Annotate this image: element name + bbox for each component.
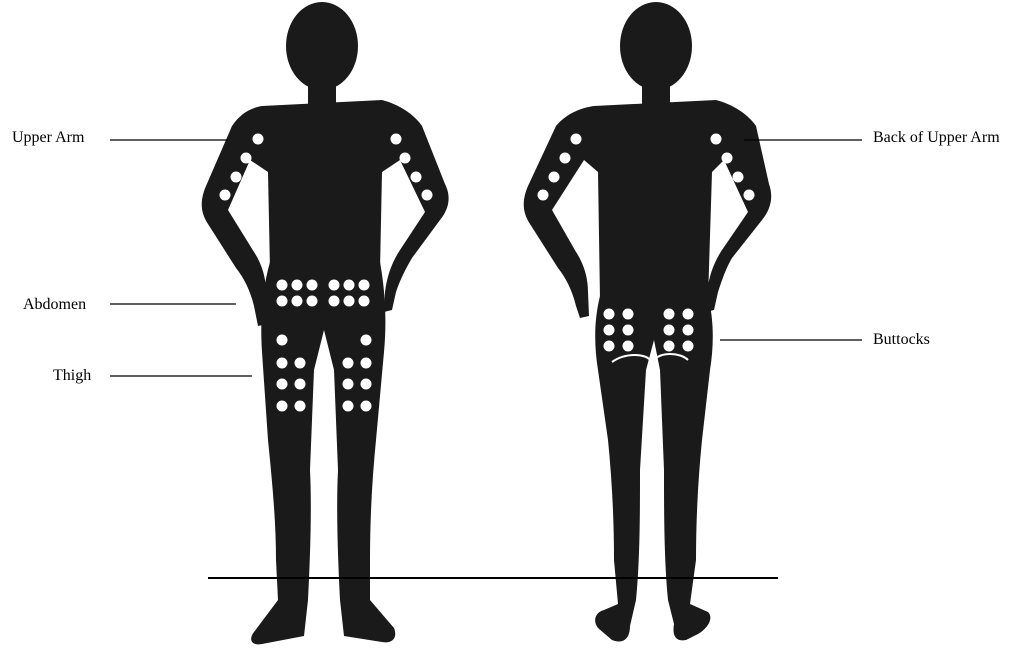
site-dot — [343, 379, 354, 390]
site-dot — [295, 401, 306, 412]
site-dot — [359, 280, 370, 291]
site-dot — [722, 153, 733, 164]
site-dot — [411, 172, 422, 183]
site-dot — [329, 296, 340, 307]
front-head — [286, 2, 358, 90]
site-dot — [744, 190, 755, 201]
site-dot — [277, 358, 288, 369]
site-dot — [683, 325, 694, 336]
site-dot — [664, 341, 675, 352]
site-dot — [560, 153, 571, 164]
site-dot — [664, 309, 675, 320]
site-dot — [277, 296, 288, 307]
site-dot — [343, 401, 354, 412]
front-figure — [202, 2, 449, 644]
back-torso — [524, 100, 771, 318]
site-dot — [683, 341, 694, 352]
label-thigh: Thigh — [53, 368, 91, 384]
site-dot — [400, 153, 411, 164]
site-dot — [241, 153, 252, 164]
site-dot — [344, 280, 355, 291]
site-dot — [683, 309, 694, 320]
site-dot — [344, 296, 355, 307]
site-dot — [623, 341, 634, 352]
site-dot — [295, 379, 306, 390]
site-dot — [361, 401, 372, 412]
site-dot — [664, 325, 675, 336]
site-dot — [307, 280, 318, 291]
site-dot — [277, 335, 288, 346]
back-figure — [524, 2, 771, 641]
site-dot — [277, 379, 288, 390]
site-dot — [277, 401, 288, 412]
site-dot — [604, 341, 615, 352]
label-abdomen: Abdomen — [23, 297, 86, 313]
site-dot — [277, 280, 288, 291]
site-dot — [361, 358, 372, 369]
front-legs — [251, 262, 395, 644]
site-dot — [604, 309, 615, 320]
site-dot — [295, 358, 306, 369]
label-back-of-upper-arm: Back of Upper Arm — [873, 130, 1000, 146]
site-dot — [329, 280, 340, 291]
site-dot — [307, 296, 318, 307]
site-dot — [220, 190, 231, 201]
site-dot — [623, 309, 634, 320]
back-head — [620, 2, 692, 90]
site-dot — [538, 190, 549, 201]
site-dot — [292, 280, 303, 291]
site-dot — [359, 296, 370, 307]
site-dot — [422, 190, 433, 201]
site-dot — [253, 134, 264, 145]
site-dot — [391, 134, 402, 145]
site-dot — [343, 358, 354, 369]
site-dot — [623, 325, 634, 336]
site-dot — [361, 335, 372, 346]
site-dot — [711, 134, 722, 145]
site-dot — [292, 296, 303, 307]
label-upper-arm: Upper Arm — [12, 130, 84, 146]
site-dot — [733, 172, 744, 183]
site-dot — [361, 379, 372, 390]
site-dot — [571, 134, 582, 145]
site-dot — [231, 172, 242, 183]
label-buttocks: Buttocks — [873, 332, 930, 348]
site-dot — [549, 172, 560, 183]
site-dot — [604, 325, 615, 336]
